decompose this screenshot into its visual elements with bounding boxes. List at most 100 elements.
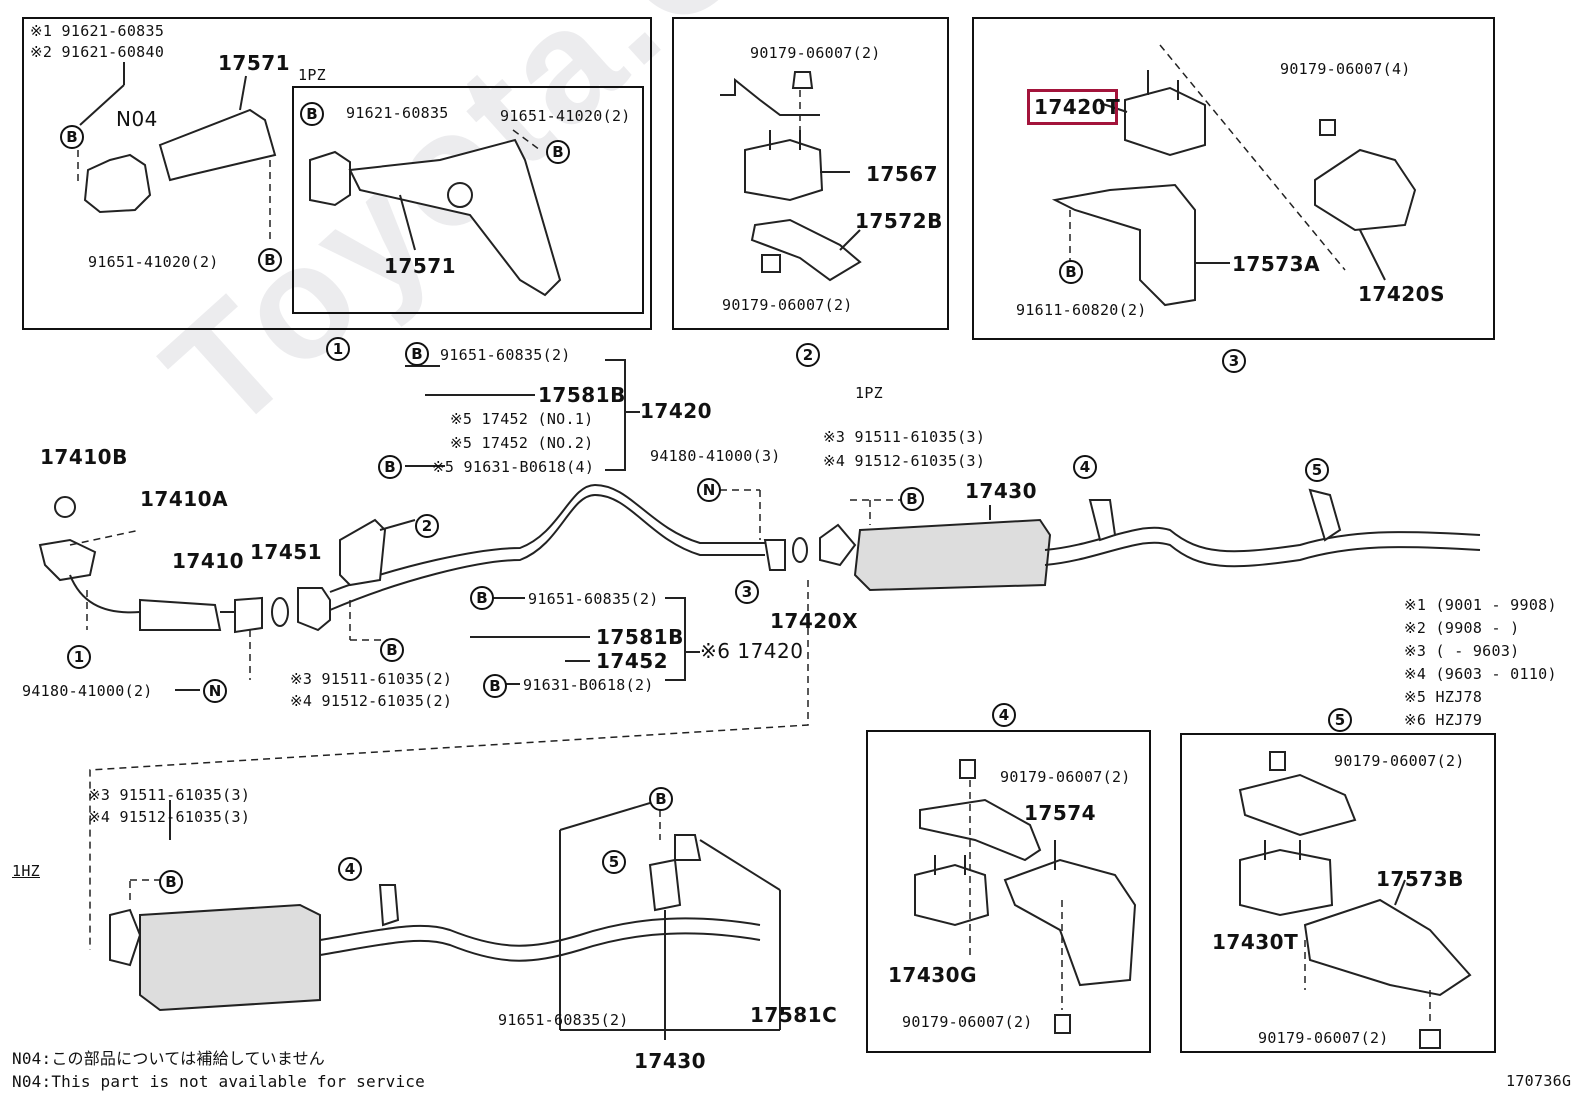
part-17581b-top-label: 17581B [538,383,626,407]
part-17451-label: 17451 [250,540,323,564]
engine-1pz-label: 1PZ [298,66,326,84]
detail-panel-1 [22,17,652,330]
part-17573a-label: 17573A [1232,252,1321,276]
nut-94180-right-label: 94180-41000(3) [650,447,781,465]
bolt-91651-pz-label: 91651-41020(2) [500,107,631,125]
nut-n-symbol: N [697,478,721,502]
part-n04-label: N04 [116,107,158,131]
part-17420x-label: 17420X [770,609,858,633]
callout-3-main: 3 [735,580,759,604]
bolt-91651-lower-label: 91651-60835(2) [498,1011,629,1029]
variant-note: ※6 HZJ79 [1404,711,1483,729]
detail4-drawing [914,759,1137,1034]
bolt-b-symbol: B [900,487,924,511]
detail-panel-5 [1180,733,1496,1053]
nut-90179-top-label: 90179-06007(2) [750,44,881,62]
bolt-91631-mid-label: 91631-B0618(2) [523,676,654,694]
part-17581c-label: 17581C [750,1003,838,1027]
callout-4-main: 4 [1073,455,1097,479]
part-17567-label: 17567 [866,162,939,186]
detail-panel-3 [972,17,1495,340]
nut-n-symbol: N [203,679,227,703]
bolt-b-symbol: B [649,787,673,811]
variant-note: ※1 (9001 - 9908) [1404,596,1557,614]
bolt-b-symbol: B [300,102,324,126]
part-17420-mid-label: ※6 17420 [700,639,804,663]
note-n04-en: N04:This part is not available for servi… [12,1072,425,1091]
highlight-box [1027,89,1118,125]
variant-note: ※2 (9908 - ) [1404,619,1520,637]
note-variant-3-right: ※3 91511-61035(3) [823,428,986,446]
detail-panel-1pz [292,86,644,314]
detail5-drawing [1238,751,1472,1049]
bolt-b-symbol: B [483,674,507,698]
note-variant-4-right: ※4 91512-61035(3) [823,452,986,470]
variant-note: ※4 (9603 - 0110) [1404,665,1557,683]
nut-90179-bottom-label: 90179-06007(2) [902,1013,1033,1031]
bolt-91651-label: 91651-41020(2) [88,253,219,271]
bolt-b-symbol: B [378,455,402,479]
part-17420t-label[interactable]: 17420T [1034,95,1121,119]
detail2-drawing [720,71,862,282]
nut-94180-left-label: 94180-41000(2) [22,682,153,700]
part-17430-label: 17430 [965,479,1038,503]
diagram-id: 170736G [1506,1072,1572,1090]
note-variant-4-lower: ※4 91512-61035(3) [88,808,251,826]
part-17420s-label: 17420S [1358,282,1445,306]
part-17430t-label: 17430T [1212,930,1299,954]
bolt-91651-mid-label: 91651-60835(2) [528,590,659,608]
part-17430g-label: 17430G [888,963,977,987]
callout-5-lower: 5 [602,850,626,874]
bolt-91621-label: 91621-60835 [346,104,449,122]
engine-1pz-main-label: 1PZ [855,384,883,402]
callout-2-main: 2 [415,514,439,538]
part-17574-label: 17574 [1024,801,1097,825]
callout-4-lower: 4 [338,857,362,881]
callout-1-main: 1 [67,645,91,669]
bolt-91611-label: 91611-60820(2) [1016,301,1147,319]
note-variant-4-left: ※4 91512-61035(2) [290,692,453,710]
nut-90179-bottom-label: 90179-06007(2) [1258,1029,1389,1047]
bolt-b-symbol: B [380,638,404,662]
part-17452-no1-label: ※5 17452 (NO.1) [450,410,594,428]
callout-4: 4 [992,703,1016,727]
variant-note: ※3 ( - 9603) [1404,642,1520,660]
nut-90179-top-label: 90179-06007(2) [1334,752,1465,770]
engine-1hz-label: 1HZ [12,862,40,880]
bolt-b-symbol: B [405,342,429,366]
bolt-91631-top-label: ※5 91631-B0618(4) [432,458,595,476]
note-n04-jp: N04:この部品については補給していません [12,1049,325,1068]
part-17573b-label: 17573B [1376,867,1464,891]
callout-3: 3 [1222,349,1246,373]
nut-90179-top-label: 90179-06007(2) [1000,768,1131,786]
part-17420-top-label: 17420 [640,399,713,423]
note-variant-3-left: ※3 91511-61035(2) [290,670,453,688]
bolt-b-symbol: B [159,870,183,894]
bolt-b-symbol: B [60,125,84,149]
part-17452-mid-label: 17452 [596,649,669,673]
note-variant-2: ※2 91621-60840 [30,43,165,61]
part-17410-label: 17410 [172,549,245,573]
variant-note: ※5 HZJ78 [1404,688,1483,706]
bolt-91651-top-label: 91651-60835(2) [440,346,571,364]
main-exhaust-drawing [38,359,1481,950]
part-17452-no2-label: ※5 17452 (NO.2) [450,434,594,452]
part-17581b-mid-label: 17581B [596,625,684,649]
detail-panel-4 [866,730,1151,1053]
part-17571-pz-label: 17571 [384,254,457,278]
callout-1: 1 [326,337,350,361]
detail-panel-2 [672,17,949,330]
callout-2: 2 [796,343,820,367]
nut-90179-bottom-label: 90179-06007(2) [722,296,853,314]
part-17430-lower-label: 17430 [634,1049,707,1073]
note-variant-1: ※1 91621-60835 [30,22,165,40]
lower-exhaust-drawing [109,799,781,1040]
bolt-b-symbol: B [470,586,494,610]
part-17571-label: 17571 [218,51,291,75]
callout-5: 5 [1328,708,1352,732]
note-variant-3-lower: ※3 91511-61035(3) [88,786,251,804]
nut-90179-label: 90179-06007(4) [1280,60,1411,78]
callout-5-main: 5 [1305,458,1329,482]
